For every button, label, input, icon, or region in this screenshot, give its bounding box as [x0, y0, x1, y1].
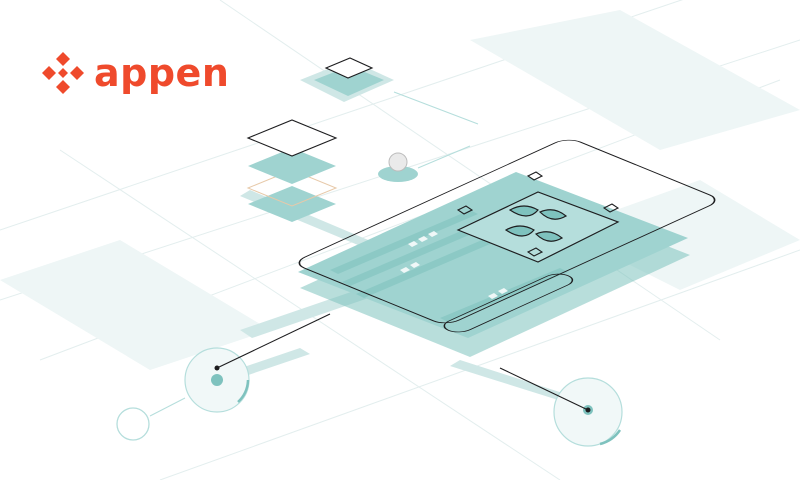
chip-petal-icon — [504, 205, 568, 242]
stacked-layer-tiles — [246, 119, 338, 222]
appen-logo-icon — [42, 52, 84, 94]
brand-logo[interactable]: appen — [40, 50, 229, 96]
chip-plate — [456, 191, 620, 263]
sphere-node — [378, 145, 471, 182]
chevron-arrows — [400, 231, 508, 299]
card-outline — [298, 139, 716, 324]
card-body — [298, 172, 688, 338]
floating-tile-top — [300, 57, 479, 125]
brand-name: appen — [94, 51, 230, 95]
card-diamonds — [456, 171, 620, 257]
card-handle-outline — [443, 273, 574, 333]
right-connector-node — [499, 367, 623, 447]
card-stripes — [330, 210, 568, 322]
left-connector-node — [116, 313, 331, 441]
